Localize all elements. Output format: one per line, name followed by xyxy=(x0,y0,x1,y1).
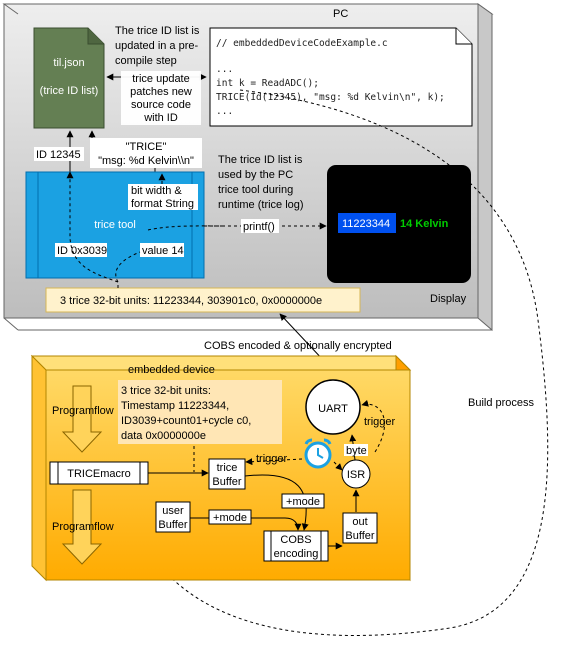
printf-label-bg xyxy=(241,219,279,233)
device-units-note: 3 trice 32-bit units: Timestamp 11223344… xyxy=(118,380,282,444)
value-bg xyxy=(140,243,184,257)
id-hex: ID 0x3039 xyxy=(57,245,107,257)
trice-buffer-to-cobs xyxy=(244,474,309,531)
trice-macro: TRICEmacro xyxy=(49,461,149,485)
svg-text:"msg: %d Kelvin\\n": "msg: %d Kelvin\\n" xyxy=(98,155,194,167)
code-line: int k = ReadADC(); xyxy=(216,78,319,89)
id-label: ID 12345 xyxy=(36,149,81,161)
code-line: TRICE(Id(12345), "msg: %d Kelvin\n", k); xyxy=(216,92,445,103)
printf-label: printf() xyxy=(243,221,275,233)
svg-text:used by the PC: used by the PC xyxy=(218,169,293,181)
bitwidth-note-bg xyxy=(128,184,198,210)
user-buffer-to-cobs xyxy=(190,517,302,531)
out-buffer: out Buffer xyxy=(342,512,378,544)
svg-text:Programflow: Programflow xyxy=(52,405,114,417)
cobs-encoding: COBS encoding xyxy=(263,530,329,562)
alarm-clock-icon xyxy=(304,438,332,469)
svg-text:data 0x0000000e: data 0x0000000e xyxy=(121,430,206,442)
programflow-top: Programflow xyxy=(52,385,114,453)
trice-string-box: "TRICE" "msg: %d Kelvin\\n" xyxy=(90,138,202,168)
display-label: Display xyxy=(430,293,467,305)
mode-top: +mode xyxy=(281,493,325,509)
svg-text:trice: trice xyxy=(217,462,238,474)
trice-units-label: 3 trice 32-bit units: 11223344, 303901c0… xyxy=(60,295,322,307)
svg-text:patches new: patches new xyxy=(130,86,192,98)
svg-text:The trice ID list is: The trice ID list is xyxy=(115,25,200,37)
svg-text:compile step: compile step xyxy=(115,55,177,67)
svg-text:out: out xyxy=(352,516,367,528)
value-label: value 14 xyxy=(142,245,184,257)
svg-text:+mode: +mode xyxy=(286,496,320,508)
id-lookup-flow xyxy=(66,171,119,283)
svg-text:3 trice 32-bit units:: 3 trice 32-bit units: xyxy=(121,385,211,397)
svg-text:ISR: ISR xyxy=(347,469,365,481)
svg-text:"TRICE": "TRICE" xyxy=(126,141,167,153)
isr-node: ISR xyxy=(341,459,371,489)
device-title: embedded device xyxy=(128,364,215,376)
til-json-name: til.json xyxy=(53,57,84,69)
code-line: // embeddedDeviceCodeExample.c xyxy=(216,38,388,49)
uart-node: UART xyxy=(305,379,361,435)
display-screen: 11223344 14 Kelvin xyxy=(327,165,471,283)
trice-buffer: trice Buffer xyxy=(208,458,246,490)
runtime-note: The trice ID list is used by the PC tric… xyxy=(218,154,304,211)
svg-text:source code: source code xyxy=(131,99,191,111)
svg-text:Timestamp 11223344,: Timestamp 11223344, xyxy=(121,400,229,412)
svg-text:The trice ID list is: The trice ID list is xyxy=(218,154,303,166)
build-process-label: Build process xyxy=(468,397,535,409)
trice-tool: trice tool bit width & format String ID … xyxy=(25,171,205,279)
til-json-file: til.json (trice ID list) xyxy=(33,27,105,129)
svg-text:Buffer: Buffer xyxy=(158,519,187,531)
code-line: ... xyxy=(216,64,233,75)
mode-bottom: +mode xyxy=(208,509,252,525)
trigger-left: trigger xyxy=(256,453,288,465)
svg-text:updated in a pre-: updated in a pre- xyxy=(115,40,199,52)
link-label: COBS encoded & optionally encrypted xyxy=(204,340,392,352)
trice-units-box: 3 trice 32-bit units: 11223344, 303901c0… xyxy=(45,287,361,313)
svg-text:ID3039+count01+cycle c0,: ID3039+count01+cycle c0, xyxy=(121,415,251,427)
svg-text:user: user xyxy=(162,505,184,517)
build-process-path xyxy=(117,89,549,636)
trice-tool-label: trice tool xyxy=(94,219,136,231)
trigger-top: trigger xyxy=(364,416,396,428)
prebuild-note: The trice ID list is updated in a pre- c… xyxy=(115,25,200,67)
svg-text:runtime (trice log): runtime (trice log) xyxy=(218,199,304,211)
value-flow xyxy=(115,251,141,283)
svg-text:TRICEmacro: TRICEmacro xyxy=(67,468,131,480)
id-label-bg xyxy=(34,147,84,161)
bitwidth-note: bit width & xyxy=(131,185,182,197)
byte-label: byte xyxy=(346,445,367,457)
svg-text:trice tool during: trice tool during xyxy=(218,184,293,196)
user-buffer: user Buffer xyxy=(155,501,191,533)
update-note: trice update patches new source code wit… xyxy=(121,71,201,125)
display-timestamp: 11223344 xyxy=(342,218,390,230)
til-json-subtitle: (trice ID list) xyxy=(40,85,99,97)
svg-text:Programflow: Programflow xyxy=(52,521,114,533)
svg-text:with ID: with ID xyxy=(143,112,178,124)
code-line: ... xyxy=(216,106,233,117)
bitwidth-note: format String xyxy=(131,198,194,210)
display-timestamp-bg xyxy=(338,213,396,233)
id-hex-bg xyxy=(55,243,107,257)
display-message: 14 Kelvin xyxy=(400,218,449,230)
svg-text:COBS: COBS xyxy=(280,534,311,546)
svg-text:UART: UART xyxy=(318,403,348,415)
svg-text:Buffer: Buffer xyxy=(345,530,374,542)
svg-text:trice update: trice update xyxy=(132,73,189,85)
programflow-bottom: Programflow xyxy=(52,489,114,565)
source-code-file: // embeddedDeviceCodeExample.c ... int k… xyxy=(209,27,473,127)
svg-text:encoding: encoding xyxy=(274,548,319,560)
svg-text:+mode: +mode xyxy=(213,512,247,524)
pc-title: PC xyxy=(333,8,348,20)
svg-text:Buffer: Buffer xyxy=(212,476,241,488)
